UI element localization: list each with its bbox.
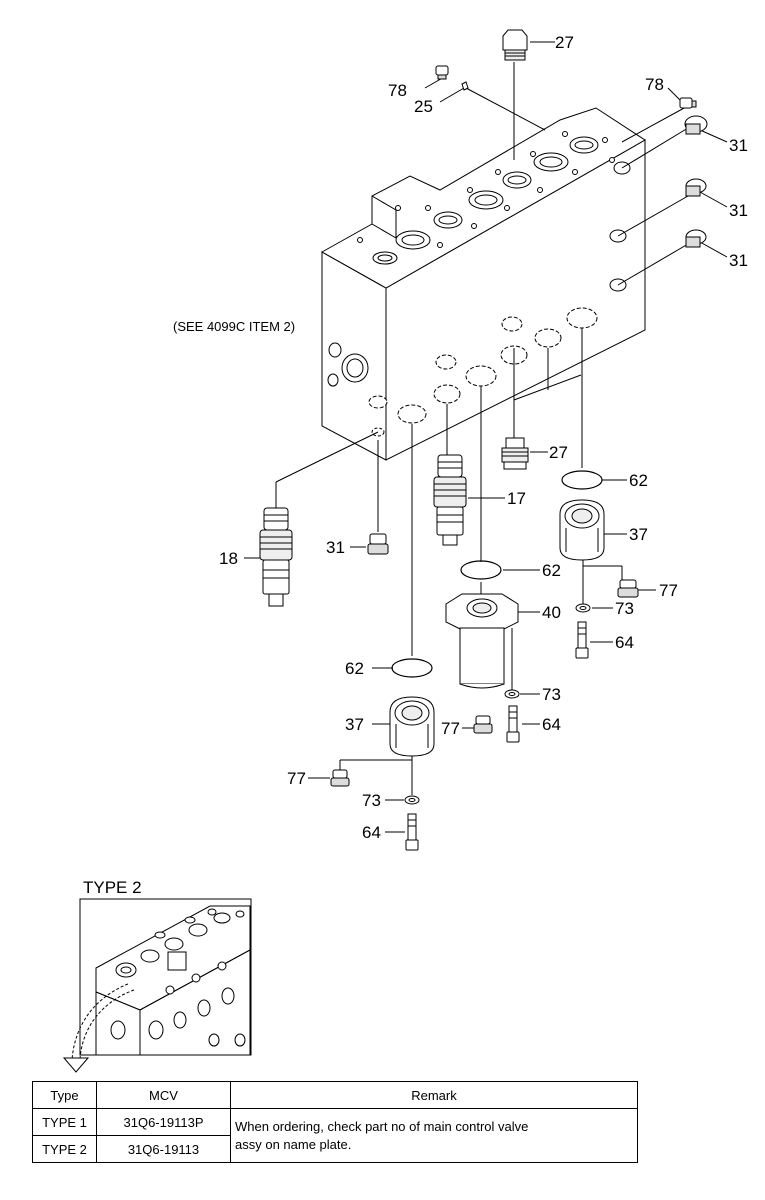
part-78-left	[435, 65, 449, 80]
part-18-relief-valve	[259, 507, 293, 607]
valve-block	[320, 107, 646, 461]
table-header-row: Type MCV Remark	[32, 1081, 638, 1109]
callout-78-left: 78	[388, 81, 407, 100]
callout-77-right: 77	[659, 581, 678, 600]
callout-62-right: 62	[629, 471, 648, 490]
part-27-top-plug	[502, 29, 528, 61]
table-row: TYPE 1 31Q6-19113P When ordering, check …	[32, 1108, 638, 1163]
callout-27-top: 27	[555, 33, 574, 52]
part-37-right-cap	[559, 499, 605, 561]
callout-73-center: 73	[542, 685, 561, 704]
callout-31-right-2: 31	[729, 201, 748, 220]
part-73-right	[575, 603, 591, 613]
cell-remark: When ordering, check part no of main con…	[230, 1108, 638, 1163]
callout-77-center: 77	[441, 719, 460, 738]
type2-title: TYPE 2	[83, 878, 142, 897]
cell-mcv: 31Q6-19113	[96, 1135, 231, 1163]
part-77-right	[617, 579, 639, 598]
header-remark: Remark	[230, 1081, 638, 1109]
part-64-left-bolt	[405, 813, 419, 851]
part-17-relief-valve	[433, 454, 467, 546]
remark-line-1: When ordering, check part no of main con…	[235, 1118, 529, 1134]
callout-64-right: 64	[615, 633, 634, 652]
part-31-bottom-plug	[367, 533, 389, 555]
part-25-pin	[461, 81, 469, 91]
see-reference-note: (SEE 4099C ITEM 2)	[173, 319, 295, 334]
part-64-right-bolt	[575, 621, 589, 659]
part-27-lower-plug	[501, 437, 529, 470]
cell-type: TYPE 2	[32, 1135, 97, 1163]
remark-line-2: assy on name plate.	[235, 1136, 352, 1152]
callout-73-right: 73	[615, 599, 634, 618]
part-73-left	[404, 795, 420, 805]
callout-37-left: 37	[345, 715, 364, 734]
callout-37-right: 37	[629, 525, 648, 544]
callout-labels: 27 78 25 78 31 31 31 27 62 17 37 77 73 6…	[219, 33, 748, 842]
part-40-body	[445, 593, 519, 689]
callout-31-right-1: 31	[729, 136, 748, 155]
leader-lines	[244, 41, 728, 833]
header-type: Type	[32, 1081, 97, 1109]
callout-64-center: 64	[542, 715, 561, 734]
callout-40: 40	[542, 603, 561, 622]
cell-type: TYPE 1	[32, 1108, 97, 1136]
part-64-center-bolt	[506, 705, 520, 743]
part-37-left-cap	[389, 696, 435, 757]
callout-62-center: 62	[542, 561, 561, 580]
callout-73-left: 73	[362, 791, 381, 810]
mcv-type-table: Type MCV Remark TYPE 1 31Q6-19113P When …	[32, 1081, 638, 1163]
callout-78-right: 78	[645, 75, 664, 94]
callout-17: 17	[507, 489, 526, 508]
part-62-orings	[391, 470, 603, 678]
callout-25: 25	[414, 97, 433, 116]
callout-64-left: 64	[362, 823, 381, 842]
part-78-right	[679, 97, 697, 109]
callout-62-left: 62	[345, 659, 364, 678]
table-row: TYPE 2 31Q6-19113	[32, 1135, 638, 1163]
header-mcv: MCV	[96, 1081, 231, 1109]
callout-18: 18	[219, 549, 238, 568]
callout-31-bottom: 31	[326, 538, 345, 557]
callout-77-left: 77	[287, 769, 306, 788]
part-73-center	[504, 689, 520, 699]
part-31-plugs-right	[684, 115, 708, 248]
callout-31-right-3: 31	[729, 251, 748, 270]
callout-27-lower: 27	[549, 443, 568, 462]
cell-mcv: 31Q6-19113P	[96, 1108, 231, 1136]
type2-inset	[62, 898, 252, 1073]
part-77-left	[330, 769, 350, 787]
part-77-center	[473, 715, 493, 734]
